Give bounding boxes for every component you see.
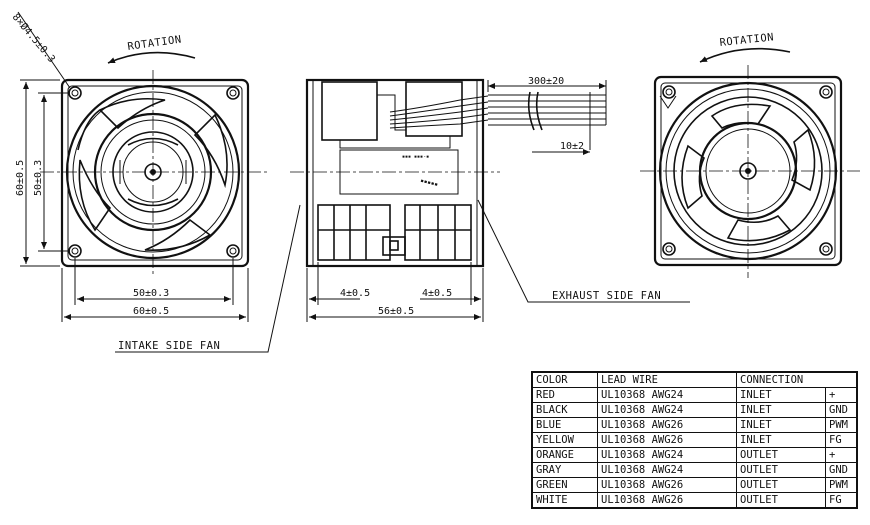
- dim-right-offset: 4±0.5: [422, 288, 452, 299]
- cell-signal: PWM: [825, 477, 857, 493]
- header-connection: CONNECTION: [736, 372, 857, 388]
- cell-lead: UL10368 AWG26: [597, 477, 737, 493]
- dim-inner-height: 50±0.3: [33, 160, 44, 196]
- dim-left-offset: 4±0.5: [340, 288, 370, 299]
- cell-lead: UL10368 AWG26: [597, 417, 737, 433]
- cell-side: INLET: [736, 417, 826, 433]
- dim-total-depth: 56±0.5: [378, 306, 414, 317]
- cell-side: INLET: [736, 402, 826, 418]
- cell-signal: GND: [825, 462, 857, 478]
- cell-color: ORANGE: [532, 447, 598, 463]
- table-header-row: COLOR LEAD WIRE CONNECTION: [532, 372, 857, 388]
- cell-side: OUTLET: [736, 462, 826, 478]
- dim-outer-width: 60±0.5: [133, 306, 169, 317]
- cell-lead: UL10368 AWG24: [597, 447, 737, 463]
- cell-color: RED: [532, 387, 598, 403]
- side-view: ▪▪▪ ▪▪▪-▪ ▪▪▪▪▪: [290, 76, 690, 322]
- dim-outer-height: 60±0.5: [15, 160, 26, 196]
- cell-color: GRAY: [532, 462, 598, 478]
- cell-signal: FG: [825, 432, 857, 448]
- rotation-label-left: ROTATION: [127, 33, 183, 52]
- cell-color: BLACK: [532, 402, 598, 418]
- cell-lead: UL10368 AWG24: [597, 387, 737, 403]
- cable-length-dim: 300±20: [528, 76, 564, 87]
- mounting-holes: [68, 86, 240, 258]
- svg-text:▪▪▪ ▪▪▪-▪: ▪▪▪ ▪▪▪-▪: [402, 154, 429, 160]
- cell-side: OUTLET: [736, 492, 826, 508]
- cell-signal: GND: [825, 402, 857, 418]
- cable: [488, 91, 607, 150]
- cell-color: YELLOW: [532, 432, 598, 448]
- cell-color: BLUE: [532, 417, 598, 433]
- cell-signal: +: [825, 447, 857, 463]
- cell-color: GREEN: [532, 477, 598, 493]
- header-lead-wire: LEAD WIRE: [597, 372, 737, 388]
- cell-signal: PWM: [825, 417, 857, 433]
- intake-side-view: ROTATION 8×Ø4.5±0.3 60±0.5 50±0.3 50±0.3…: [10, 11, 301, 353]
- cell-lead: UL10368 AWG26: [597, 492, 737, 508]
- stator-vanes: [681, 103, 816, 242]
- header-color: COLOR: [532, 372, 598, 388]
- cell-signal: FG: [825, 492, 857, 508]
- svg-text:▪▪▪▪▪: ▪▪▪▪▪: [420, 177, 439, 188]
- cell-side: INLET: [736, 387, 826, 403]
- exhaust-side-callout: EXHAUST SIDE FAN: [552, 290, 661, 302]
- intake-side-callout: INTAKE SIDE FAN: [118, 340, 220, 352]
- dim-inner-width: 50±0.3: [133, 288, 169, 299]
- hole-spec-label: 8×Ø4.5±0.3: [10, 11, 58, 65]
- rotation-label-right: ROTATION: [719, 31, 775, 49]
- bottom-grille: [317, 204, 472, 261]
- strip-length-dim: 10±2: [560, 141, 584, 152]
- lead-wires: [389, 95, 489, 129]
- cell-lead: UL10368 AWG24: [597, 462, 737, 478]
- cell-signal: +: [825, 387, 857, 403]
- cell-lead: UL10368 AWG24: [597, 402, 737, 418]
- mounting-holes: [662, 85, 833, 256]
- exhaust-side-view: ROTATION: [640, 31, 860, 278]
- cell-side: OUTLET: [736, 447, 826, 463]
- cell-color: WHITE: [532, 492, 598, 508]
- cell-lead: UL10368 AWG26: [597, 432, 737, 448]
- cell-side: INLET: [736, 432, 826, 448]
- cell-side: OUTLET: [736, 477, 826, 493]
